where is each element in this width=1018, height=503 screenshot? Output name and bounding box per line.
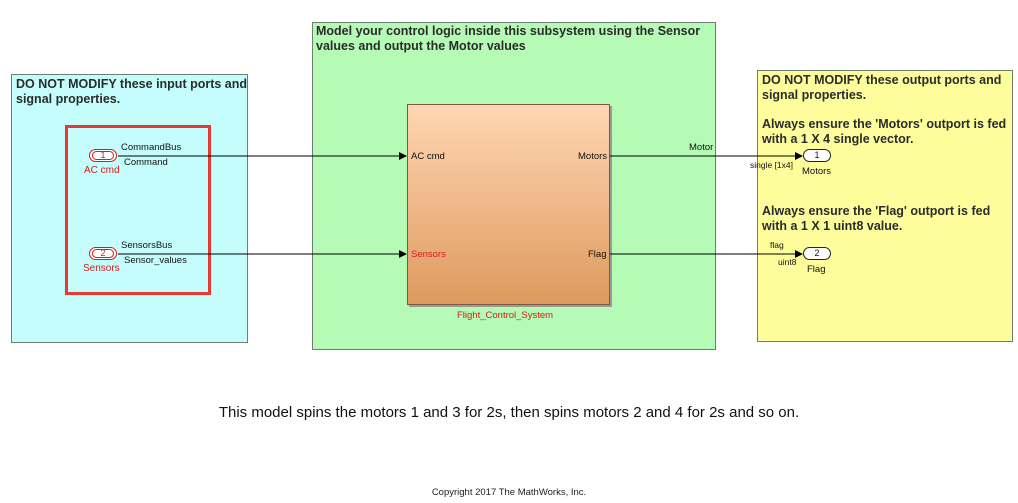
outport-flag-label: Flag [807,264,826,275]
sensor-values-label: Sensor_values [124,255,187,266]
sensors-bus-label: SensorsBus [121,240,173,251]
inport-sensors[interactable]: 2 [89,247,117,260]
outport-flag[interactable]: 2 [803,247,831,260]
model-description: This model spins the motors 1 and 3 for … [218,404,800,421]
outputs-note-flag: Always ensure the 'Flag' outport is fed … [762,204,991,233]
outport-motors[interactable]: 1 [803,149,831,162]
inport-highlight-box [65,125,211,295]
inport-ac-cmd[interactable]: 1 [89,149,117,162]
subsystem-outport-motors: Motors [578,151,608,162]
outputs-note-motors: Always ensure the 'Motors' outport is fe… [762,117,1007,146]
inputs-note: DO NOT MODIFY these input ports and sign… [16,77,248,106]
motor-signal-label: Motor [689,142,714,153]
flag-signal-label: flag [770,240,784,250]
outputs-area: DO NOT MODIFY these output ports and sig… [757,70,1013,342]
subsystem-outport-flag: Flag [588,249,607,260]
subsystem-inport-ac-cmd: AC cmd [411,151,445,162]
flag-type-label: uint8 [778,257,797,267]
subsystem-name: Flight_Control_System [457,310,554,321]
command-signal-label: Command [124,157,168,168]
copyright-text: Copyright 2017 The MathWorks, Inc. [431,487,587,498]
inport-sensors-label: Sensors [83,263,120,274]
subsystem-inport-sensors: Sensors [411,249,446,260]
inport-ac-cmd-label: AC cmd [84,165,120,176]
outport-motors-label: Motors [802,166,832,177]
control-note: Model your control logic inside this sub… [316,24,701,53]
outputs-note-ports: DO NOT MODIFY these output ports and sig… [762,73,1002,102]
motor-type-label: single [1x4] [750,160,793,170]
flight-control-subsystem[interactable] [407,104,610,305]
command-bus-label: CommandBus [121,142,182,153]
